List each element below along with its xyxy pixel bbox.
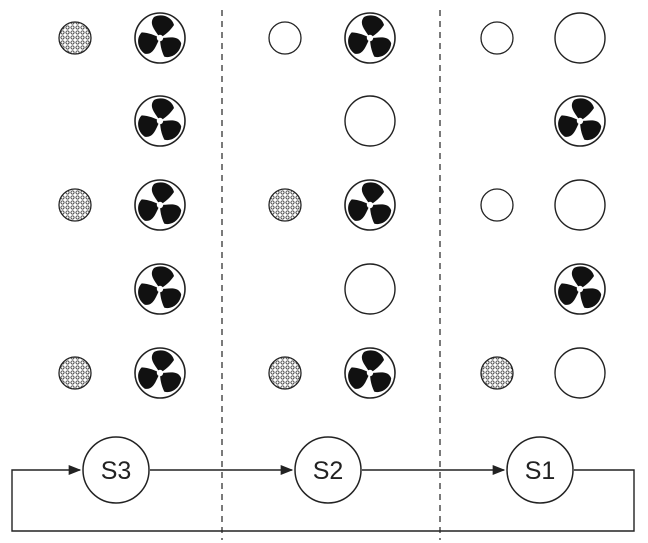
s3-row1-mesh-circle-icon	[58, 21, 92, 55]
s1-row4-fan-icon	[554, 263, 606, 315]
s2-row1-small-empty-circle-icon	[268, 21, 302, 55]
s3-row1-fan-icon	[134, 12, 186, 64]
s2-row3-mesh-circle-icon	[268, 188, 302, 222]
s2-row4-large-empty-circle-icon	[344, 263, 396, 315]
s1-row3-large-empty-circle-icon	[554, 179, 606, 231]
stage-node-s1: S1	[506, 436, 574, 504]
s1-row5-mesh-circle-icon	[480, 356, 514, 390]
s2-row5-fan-icon	[344, 347, 396, 399]
stage-node-s3: S3	[82, 436, 150, 504]
s2-row2-large-empty-circle-icon	[344, 95, 396, 147]
s1-row1-small-empty-circle-icon	[480, 21, 514, 55]
stage-label-s2: S2	[313, 457, 344, 485]
s2-row5-mesh-circle-icon	[268, 356, 302, 390]
s1-row2-fan-icon	[554, 95, 606, 147]
s2-row3-fan-icon	[344, 179, 396, 231]
s3-row3-fan-icon	[134, 179, 186, 231]
s3-row4-fan-icon	[134, 263, 186, 315]
stage-node-s2: S2	[294, 436, 362, 504]
stage-label-s1: S1	[525, 457, 556, 485]
s3-row3-mesh-circle-icon	[58, 188, 92, 222]
s1-row3-small-empty-circle-icon	[480, 188, 514, 222]
s3-row2-fan-icon	[134, 95, 186, 147]
s2-row1-fan-icon	[344, 12, 396, 64]
s1-row1-large-empty-circle-icon	[554, 12, 606, 64]
s3-row5-fan-icon	[134, 347, 186, 399]
s1-row5-large-empty-circle-icon	[554, 347, 606, 399]
component-grid	[58, 12, 606, 399]
flow-loop: S3 S2 S1	[11, 436, 635, 532]
s3-row5-mesh-circle-icon	[58, 356, 92, 390]
stage-label-s3: S3	[101, 457, 132, 485]
flow-return-line	[11, 464, 635, 532]
column-dividers	[221, 10, 441, 540]
